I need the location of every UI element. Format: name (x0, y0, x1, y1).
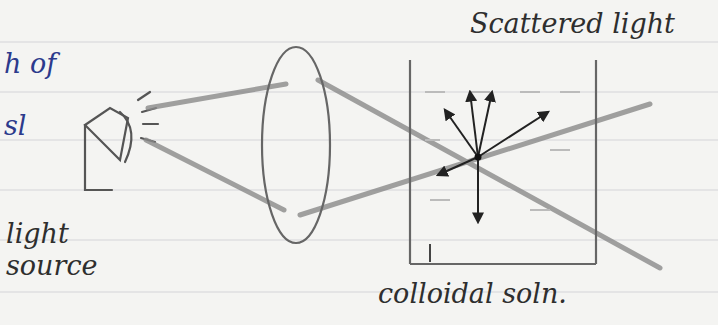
part-label: colloidal soln. (378, 278, 708, 310)
fragment-text: sl (4, 110, 64, 142)
light-beam (146, 80, 660, 268)
part-label: light source (6, 218, 126, 282)
beaker (410, 60, 596, 264)
fragment-text: h of (4, 48, 104, 80)
liquid-marks (425, 92, 580, 210)
part-label: Scattered light (470, 8, 675, 40)
notebook-rules (0, 42, 718, 292)
leader-line (429, 244, 431, 262)
scattering-arrows (438, 92, 548, 222)
convex-lens (262, 47, 330, 243)
colloid-particle (475, 154, 482, 161)
